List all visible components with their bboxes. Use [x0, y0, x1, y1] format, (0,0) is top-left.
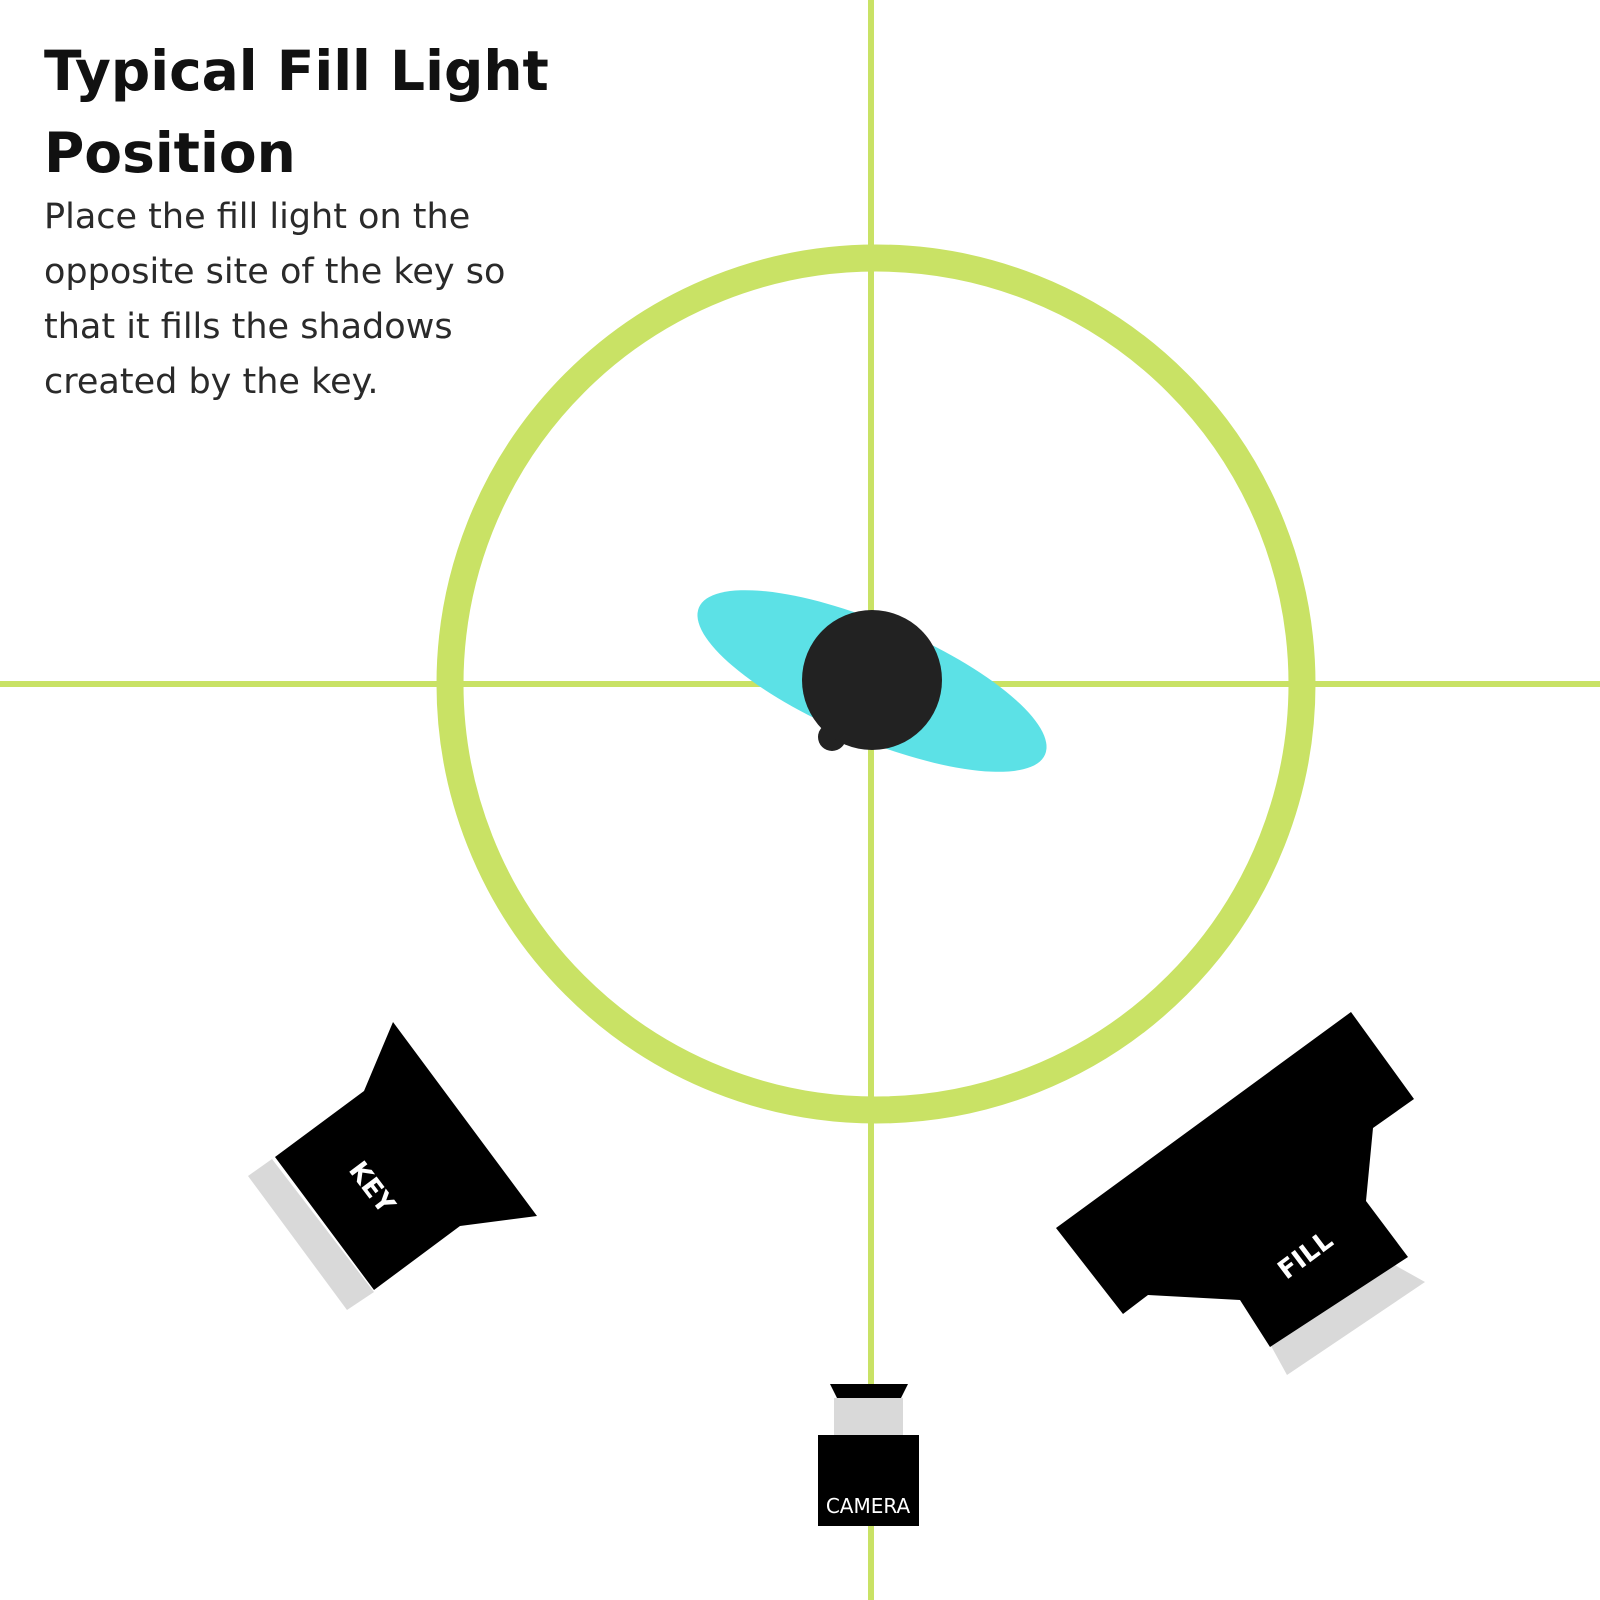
description-text: Place the fill light on the opposite sit…	[44, 197, 506, 402]
subject	[697, 590, 1047, 772]
key-light: KEY	[248, 1022, 537, 1310]
camera: CAMERA	[818, 1384, 919, 1526]
page-title: Typical Fill Light Position	[44, 39, 549, 185]
subject-circle	[436, 244, 1316, 1124]
fill-light-diffuser	[1270, 1258, 1425, 1375]
camera-hood	[830, 1384, 908, 1398]
fill-light-body	[1056, 1012, 1414, 1347]
camera-lens	[834, 1398, 903, 1435]
camera-label: CAMERA	[826, 1494, 911, 1518]
key-light-body	[275, 1022, 537, 1290]
camera-body	[818, 1435, 919, 1526]
key-light-diffuser	[248, 1159, 374, 1310]
subject-head	[802, 610, 942, 750]
fill-light: FILL	[1056, 1012, 1425, 1375]
